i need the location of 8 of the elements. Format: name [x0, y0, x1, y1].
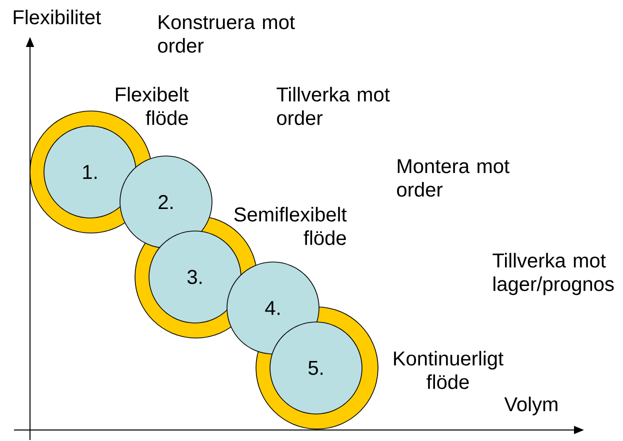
axis-label: Flexibilitet: [14, 10, 101, 24]
axis-label: Volym: [504, 396, 558, 416]
category-label: Flexibelt flöde: [116, 86, 189, 126]
category-label: Kontinuerligt flöde: [394, 350, 504, 390]
category-label: Tillverka mot lager/prognos: [492, 252, 614, 296]
category-label: Montera mot order: [397, 159, 510, 197]
category-label: Tillverka mot order: [276, 86, 390, 126]
category-label: Konstruera mot order: [158, 15, 295, 53]
